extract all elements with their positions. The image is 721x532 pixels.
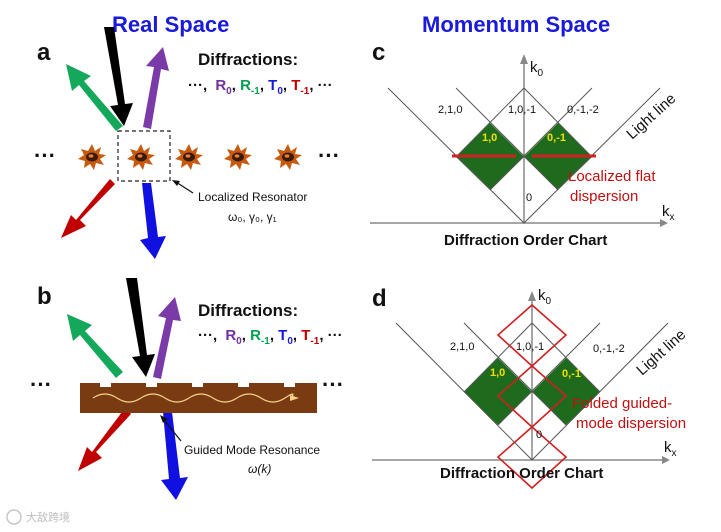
- guided-wave: [92, 393, 294, 403]
- watermark-text: 大敌跨境: [26, 510, 70, 524]
- order-label-right: 0,-1,-2: [593, 343, 625, 355]
- black-arrow-icon: [126, 278, 155, 377]
- panel-b-arrows: [67, 278, 188, 500]
- watermark-logo-icon: [6, 509, 22, 525]
- order-label-bottom: 0: [526, 192, 532, 204]
- diffractions-list-a: ···, R0, R-1, T0, T-1, ···: [188, 77, 333, 97]
- resonator-row: [78, 144, 302, 170]
- ellipsis-left: ···: [34, 143, 56, 168]
- order-line: [497, 322, 601, 426]
- k0-axis-label: k0: [538, 287, 552, 307]
- note-line-1: Localized flat: [568, 168, 656, 185]
- kx-arrow-icon: [660, 219, 668, 227]
- order-label-left: 2,1,0: [438, 104, 462, 116]
- kx-axis-label: kx: [664, 439, 677, 459]
- resonator-label: Localized Resonator: [198, 190, 307, 204]
- note-line-2: mode dispersion: [576, 415, 686, 432]
- green-arrow-icon: [66, 64, 123, 131]
- resonance-label: Guided Mode Resonance: [184, 443, 320, 457]
- order-label-green-right: 0,-1: [562, 368, 581, 380]
- kx-axis-label: kx: [662, 203, 675, 223]
- order-label-bottom: 0: [536, 429, 542, 441]
- chart-c-title: Diffraction Order Chart: [444, 232, 607, 249]
- chart-c: 2,1,0 1,0,-1 0,-1,-2 1,0 0,-1 0 k0 kx Li…: [370, 54, 679, 249]
- order-label-green-left: 1,0: [482, 132, 497, 144]
- order-line: [489, 87, 593, 191]
- k0-arrow-icon: [520, 54, 528, 64]
- order-label-left: 2,1,0: [450, 341, 474, 353]
- panel-a-arrows: [61, 27, 169, 259]
- light-cone: [387, 87, 661, 224]
- blue-arrow-icon: [161, 412, 188, 500]
- spiky-resonator-icon: [175, 144, 203, 170]
- k0-arrow-icon: [528, 291, 536, 301]
- order-label-green-right: 0,-1: [547, 132, 566, 144]
- order-line: [455, 87, 559, 191]
- unit-cell-box: [117, 130, 171, 182]
- resonator-pointer: [175, 181, 194, 194]
- ellipsis-left-b: ···: [30, 372, 52, 397]
- light-line-label: Light line: [633, 326, 689, 379]
- panel-a-letter: a: [37, 39, 51, 66]
- panel-c-letter: c: [372, 39, 385, 66]
- k0-axis-label: k0: [530, 59, 544, 79]
- momentum-space-heading: Momentum Space: [422, 12, 610, 37]
- waveguide: [80, 383, 317, 413]
- purple-arrow-icon: [143, 47, 169, 129]
- wave-arrow-icon: [290, 395, 299, 401]
- diffractions-title-a: Diffractions:: [198, 50, 298, 69]
- chart-d-title: Diffraction Order Chart: [440, 465, 603, 482]
- watermark: 大敌跨境: [6, 509, 70, 525]
- ellipsis-right-b: ···: [322, 372, 344, 397]
- resonator-params: ω₀, γ₀, γ₁: [228, 210, 277, 224]
- pointer-head-icon: [160, 415, 168, 423]
- diffractions-list-b: ···, R0, R-1, T0, T-1, ···: [198, 327, 343, 347]
- order-label-green-left: 1,0: [490, 367, 505, 379]
- folded-dispersion: [496, 303, 568, 490]
- folded-diamond: [496, 425, 568, 490]
- light-cone: [395, 322, 669, 461]
- spiky-resonator-icon: [274, 144, 302, 170]
- ellipsis-right: ···: [318, 143, 340, 168]
- panel-d-letter: d: [372, 285, 387, 312]
- purple-arrow-icon: [153, 297, 181, 379]
- order-label-center: 1,0,-1: [516, 341, 544, 353]
- real-space-heading: Real Space: [112, 12, 229, 37]
- red-arrow-icon: [61, 179, 115, 238]
- spiky-resonator-icon: [127, 144, 155, 170]
- kx-arrow-icon: [662, 456, 670, 464]
- blue-arrow-icon: [140, 183, 166, 259]
- order-label-center: 1,0,-1: [508, 104, 536, 116]
- panel-b-letter: b: [37, 283, 52, 310]
- red-arrow-icon: [78, 408, 131, 471]
- omega-k-label: ω(k): [248, 462, 271, 476]
- spiky-resonator-icon: [224, 144, 252, 170]
- green-arrow-icon: [67, 314, 123, 378]
- spiky-resonator-icon: [78, 144, 106, 170]
- diffractions-title-b: Diffractions:: [198, 301, 298, 320]
- note-line-1: Folded guided-: [572, 395, 672, 412]
- order-label-right: 0,-1,-2: [567, 104, 599, 116]
- note-line-2: dispersion: [570, 188, 638, 205]
- pointer-head-icon: [172, 180, 180, 186]
- order-line: [463, 322, 567, 426]
- resonance-pointer: [163, 419, 182, 442]
- black-arrow-icon: [104, 27, 133, 126]
- chart-d: 2,1,0 1,0,-1 0,-1,-2 1,0 0,-1 0 k0 kx Li…: [372, 287, 689, 490]
